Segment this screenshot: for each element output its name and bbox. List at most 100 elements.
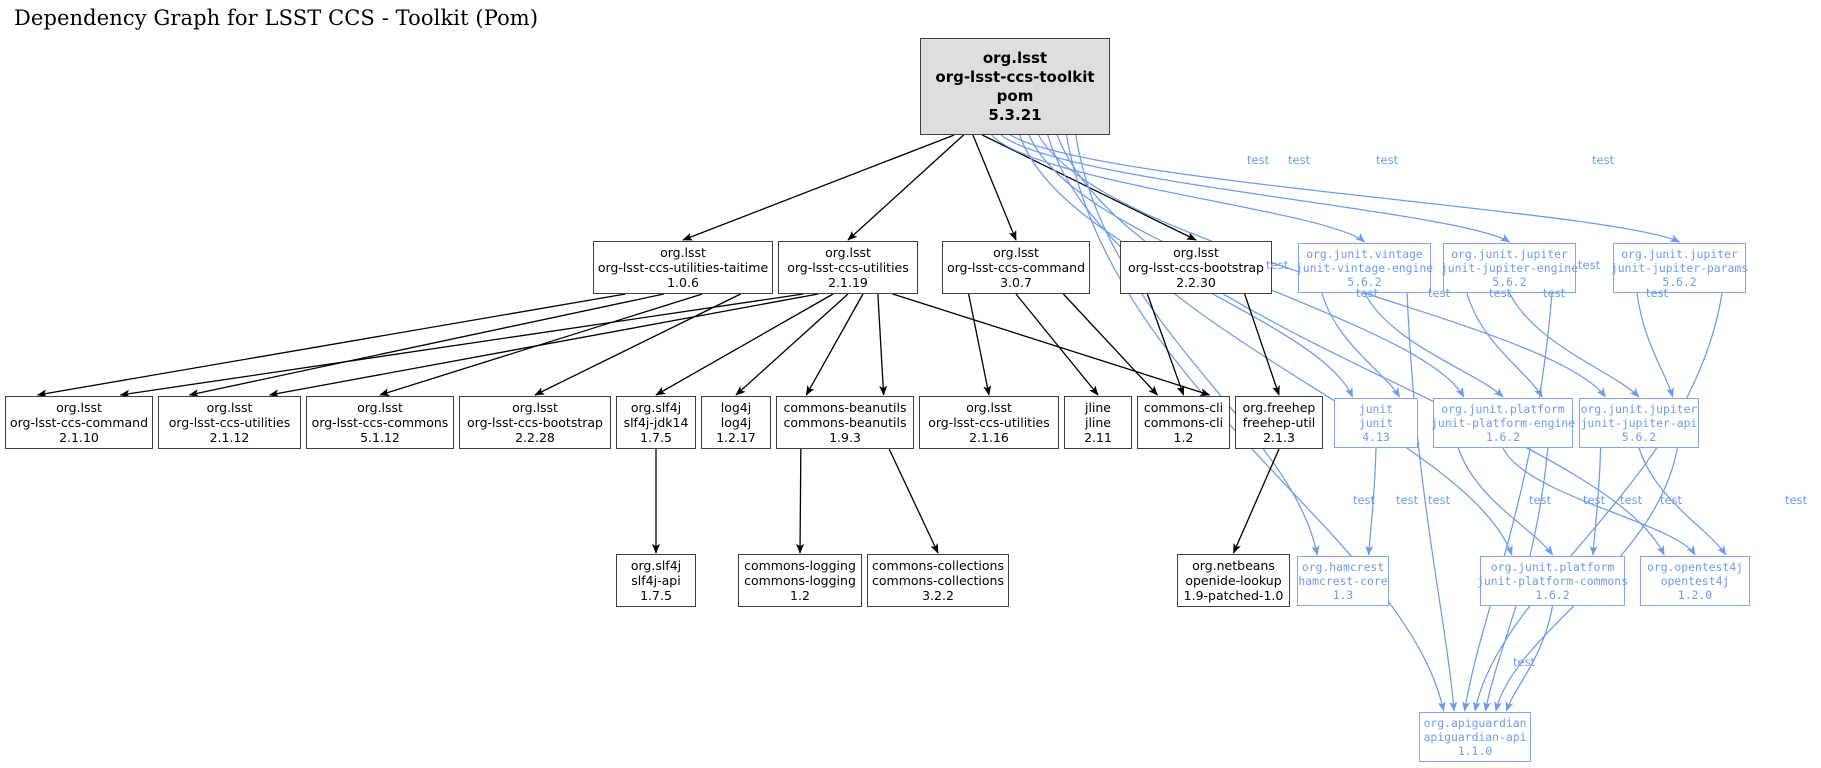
edge-scope-label: test bbox=[1247, 153, 1270, 167]
graph-edge-platcommons-to-apiguardian bbox=[1505, 605, 1554, 712]
edge-scope-label: test bbox=[1646, 286, 1669, 300]
node-artifact: slf4j-api bbox=[631, 572, 681, 588]
node-line: 1.3 bbox=[1332, 588, 1354, 603]
node-line: 2.1.16 bbox=[969, 430, 1009, 446]
graph-edge-root-to-hamcrest bbox=[1075, 134, 1320, 556]
edge-scope-label: test bbox=[1266, 258, 1289, 272]
edge-scope-label: test bbox=[1428, 286, 1451, 300]
node-line: 2.2.28 bbox=[515, 430, 555, 446]
graph-edge-root-to-opentest4j bbox=[1056, 134, 1665, 556]
edge-scope-label: test bbox=[1513, 655, 1536, 669]
node-line: 2.2.30 bbox=[1176, 275, 1216, 291]
node-line: 2.1.10 bbox=[59, 430, 99, 446]
node-line: 1.0.6 bbox=[667, 275, 699, 291]
node-group: org.slf4j bbox=[630, 557, 682, 573]
node-artifact: org-lsst-ccs-command bbox=[946, 259, 1086, 275]
graph-edge-bootstrap2230-to-commonscli bbox=[1146, 293, 1185, 396]
graph-edge-utilities2119-to-beanutils bbox=[877, 293, 888, 396]
node-group: org.lsst bbox=[993, 244, 1039, 260]
node-artifact: slf4j-jdk14 bbox=[623, 414, 689, 430]
node-artifact: junit-platform-engine bbox=[1431, 415, 1576, 430]
edge-scope-label: test bbox=[1578, 258, 1601, 272]
graph-edge-root-to-utilities2119 bbox=[847, 134, 964, 241]
node-line: 1.2.17 bbox=[716, 430, 756, 446]
node-artifact: commons-cli bbox=[1143, 414, 1224, 430]
page-title: Dependency Graph for LSST CCS - Toolkit … bbox=[14, 6, 539, 30]
node-group: org.lsst bbox=[660, 244, 706, 260]
graph-edge-utilities2119-to-command2110 bbox=[119, 293, 804, 398]
node-group: jline bbox=[1084, 399, 1112, 415]
node-group: junit bbox=[1358, 401, 1394, 416]
graph-edge-junit413-to-hamcrest bbox=[1365, 447, 1377, 556]
graph-edge-root-to-taitime bbox=[682, 134, 955, 241]
graph-edge-platengine-to-opentest4j bbox=[1502, 447, 1696, 556]
graph-edge-vintage-to-junit413 bbox=[1321, 292, 1401, 398]
node-line: 1.6.2 bbox=[1535, 588, 1570, 603]
node-group: commons-logging bbox=[744, 557, 856, 573]
node-artifact: junit-jupiter-params bbox=[1610, 260, 1749, 275]
graph-edge-root-to-platcommons bbox=[1047, 134, 1513, 556]
node-group: org.opentest4j bbox=[1646, 559, 1743, 574]
node-line: 1.9-patched-1.0 bbox=[1183, 588, 1284, 604]
edge-scope-label: test bbox=[1592, 153, 1615, 167]
node-line: 1.2.0 bbox=[1677, 588, 1713, 603]
graph-edge-jupapi-to-opentest4j bbox=[1638, 447, 1727, 556]
graph-edge-beanutils-to-commonscollections bbox=[888, 448, 939, 554]
node-group: org.lsst bbox=[966, 399, 1012, 415]
graph-edge-root-to-vintage bbox=[991, 134, 1366, 243]
node-line: 3.2.2 bbox=[922, 588, 954, 604]
node-artifact: org-lsst-ccs-utilities-taitime bbox=[597, 259, 769, 275]
node-line: 1.2 bbox=[1173, 430, 1194, 446]
graph-edge-jupengine-to-apiguardian bbox=[1462, 292, 1553, 712]
node-group: org.junit.platform bbox=[1490, 559, 1615, 574]
graph-edge-root-to-jupengine bbox=[1000, 134, 1511, 243]
node-artifact: log4j bbox=[720, 414, 752, 430]
node-line: pom bbox=[996, 86, 1034, 105]
node-artifact: opentest4j bbox=[1660, 573, 1730, 588]
node-group: org.lsst bbox=[357, 399, 403, 415]
node-group: org.junit.jupiter bbox=[1580, 401, 1698, 416]
node-group: org.slf4j bbox=[630, 399, 682, 415]
node-group: org.netbeans bbox=[1192, 557, 1275, 573]
node-artifact: org-lsst-ccs-command bbox=[9, 414, 149, 430]
graph-edge-vintage-to-apiguardian bbox=[1406, 292, 1458, 712]
node-artifact: org-lsst-ccs-utilities bbox=[787, 259, 909, 275]
node-group: org.lsst bbox=[982, 48, 1048, 67]
graph-edge-beanutils-to-commonslogging bbox=[796, 448, 805, 554]
node-group: org.junit.vintage bbox=[1306, 246, 1423, 261]
edge-scope-label: test bbox=[1583, 493, 1606, 507]
node-artifact: jline bbox=[1084, 414, 1112, 430]
graph-edge-taitime-to-command2110 bbox=[36, 293, 626, 398]
node-group: org.apiguardian bbox=[1423, 715, 1527, 730]
